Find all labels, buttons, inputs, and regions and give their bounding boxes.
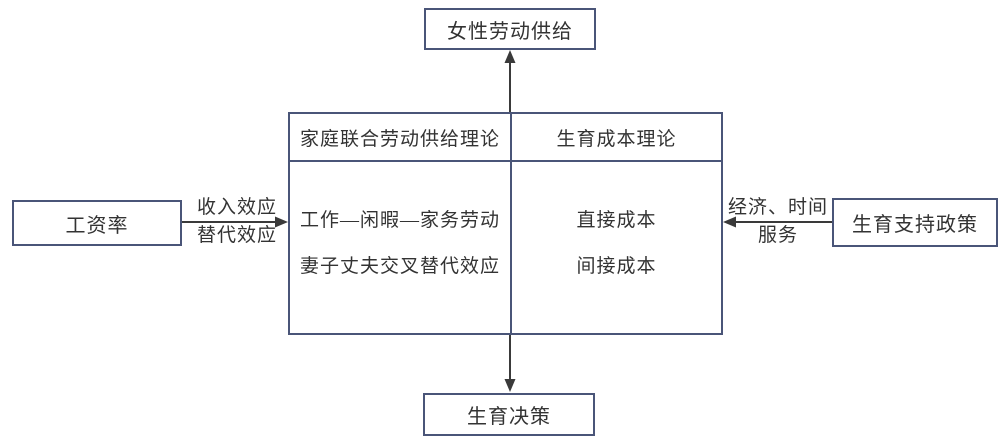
- theories-table: 家庭联合劳动供给理论 生育成本理论 工作—闲暇—家务劳动 妻子丈夫交叉替代效应 …: [288, 112, 723, 335]
- fertility-support-policy-box: 生育支持政策: [832, 198, 998, 247]
- header-divider: [290, 160, 721, 162]
- up-arrow: [504, 50, 516, 112]
- right-column-item: 直接成本: [576, 209, 657, 231]
- fertility-decision-box: 生育决策: [423, 393, 595, 436]
- substitution-effect-label: 替代效应: [196, 225, 277, 246]
- right-column-item: 间接成本: [576, 255, 657, 277]
- wage-rate-label: 工资率: [65, 214, 129, 237]
- fertility-decision-label: 生育决策: [467, 406, 551, 428]
- right-column-header: 生育成本理论: [556, 128, 677, 150]
- left-column-item: 妻子丈夫交叉替代效应: [299, 255, 500, 277]
- wage-rate-box: 工资率: [12, 200, 182, 246]
- economy-time-label: 经济、时间: [728, 197, 829, 218]
- left-column-header: 家庭联合劳动供给理论: [299, 128, 500, 150]
- female-labor-supply-box: 女性劳动供给: [424, 8, 596, 50]
- services-label: 服务: [757, 225, 798, 246]
- column-divider: [510, 114, 512, 333]
- left-column-item: 工作—闲暇—家务劳动: [299, 209, 500, 231]
- down-arrow: [504, 335, 516, 392]
- income-effect-label: 收入效应: [196, 197, 277, 218]
- female-labor-supply-label: 女性劳动供给: [447, 20, 573, 43]
- fertility-support-policy-label: 生育支持政策: [852, 214, 978, 236]
